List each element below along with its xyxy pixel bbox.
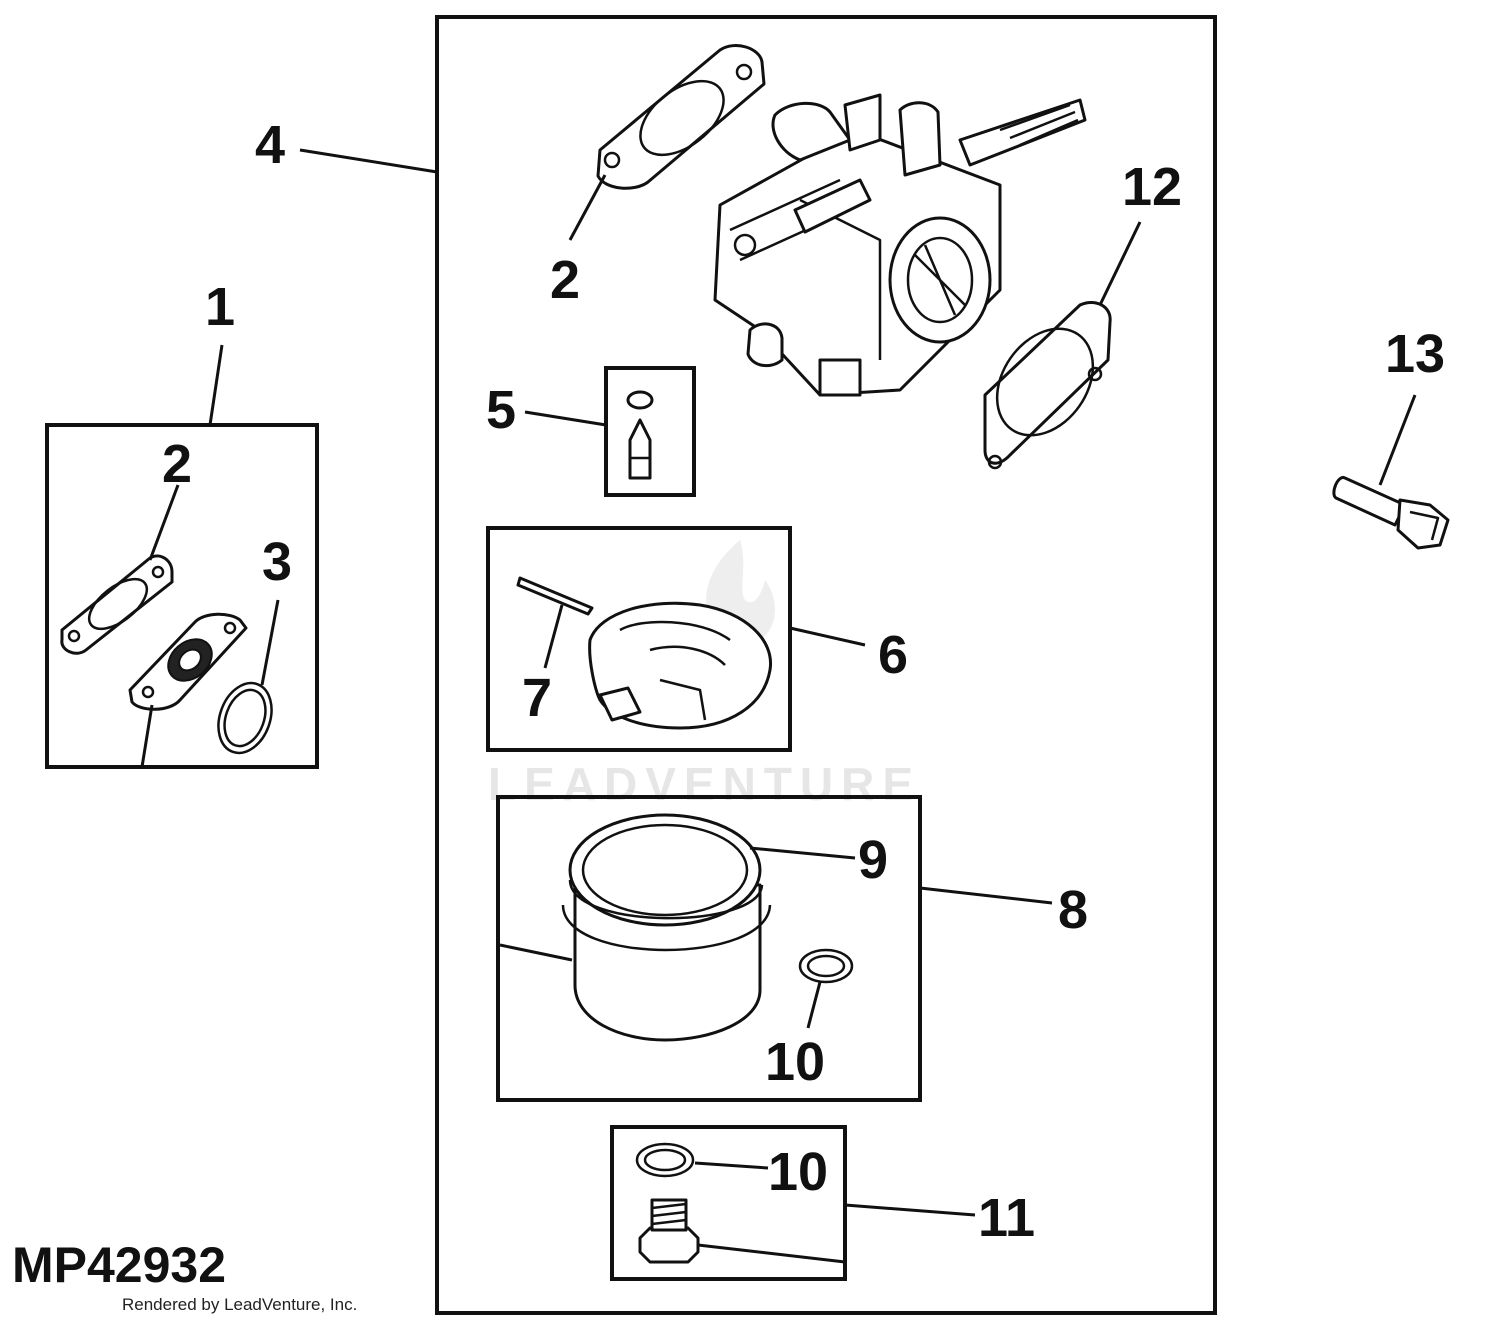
spacer-part	[128, 612, 248, 711]
leader-drain-screw	[697, 1243, 846, 1264]
float-kit-6-box	[486, 526, 792, 752]
leader-4	[299, 148, 438, 174]
watermark-text: LEADVENTURE	[488, 758, 921, 810]
leader-5	[524, 410, 607, 427]
float-pin-part	[516, 576, 594, 616]
needle-kit-5-box	[604, 366, 696, 497]
callout-5[interactable]: 5	[486, 380, 516, 440]
carburetor-assembly-box	[435, 15, 1217, 1315]
o-ring-10-bowl-part	[798, 948, 854, 984]
callout-10-bowl[interactable]: 10	[765, 1032, 825, 1092]
bolt-part	[1332, 476, 1450, 550]
callout-11[interactable]: 11	[978, 1188, 1035, 1248]
leader-7	[543, 604, 564, 669]
leader-6	[789, 626, 866, 647]
leader-3	[260, 599, 280, 686]
float-part	[588, 601, 773, 730]
kit-1-box	[45, 423, 319, 769]
callout-3[interactable]: 3	[262, 532, 292, 592]
callout-7[interactable]: 7	[522, 668, 552, 728]
o-ring-10-drain-part	[635, 1142, 695, 1178]
drain-kit-11-box	[610, 1125, 847, 1281]
callout-6[interactable]: 6	[878, 625, 908, 685]
needle-seat-part	[626, 390, 654, 410]
leader-9	[749, 846, 856, 860]
callout-9[interactable]: 9	[858, 830, 888, 890]
needle-valve-part	[628, 418, 652, 480]
leader-1	[208, 344, 224, 426]
callout-1[interactable]: 1	[205, 277, 235, 337]
float-bowl-part	[561, 813, 772, 1042]
gasket-part-top	[596, 44, 766, 190]
leader-12	[1098, 221, 1142, 306]
leader-2-top	[568, 174, 607, 241]
carburetor-body-part	[713, 93, 1087, 397]
gasket-part-12	[983, 300, 1112, 470]
drawing-code: MP42932	[12, 1237, 226, 1293]
leader-2-kit1	[148, 484, 180, 561]
gasket-part-kit1	[60, 554, 174, 655]
o-ring-3-inner	[223, 688, 267, 748]
callout-10-drain[interactable]: 10	[768, 1142, 828, 1202]
leader-spacer	[140, 704, 154, 768]
callout-4[interactable]: 4	[255, 115, 285, 175]
callout-8[interactable]: 8	[1058, 880, 1088, 940]
bowl-kit-8-box	[496, 795, 922, 1102]
callout-13[interactable]: 13	[1385, 324, 1445, 384]
callout-12[interactable]: 12	[1122, 157, 1182, 217]
leader-11	[844, 1203, 976, 1217]
callout-2-kit1[interactable]: 2	[162, 434, 192, 494]
o-ring-10-drain-inner	[643, 1148, 687, 1172]
credit-line: Rendered by LeadVenture, Inc.	[122, 1295, 357, 1314]
callout-2-top[interactable]: 2	[550, 250, 580, 310]
leader-8	[919, 886, 1053, 905]
o-ring-3-part	[217, 681, 273, 755]
leader-13	[1378, 394, 1417, 486]
leader-10-drain	[694, 1161, 769, 1170]
leader-bowl	[499, 943, 573, 962]
o-ring-10-bowl-inner	[806, 954, 846, 978]
leader-10-bowl	[806, 981, 822, 1029]
drain-screw-part	[638, 1198, 700, 1264]
